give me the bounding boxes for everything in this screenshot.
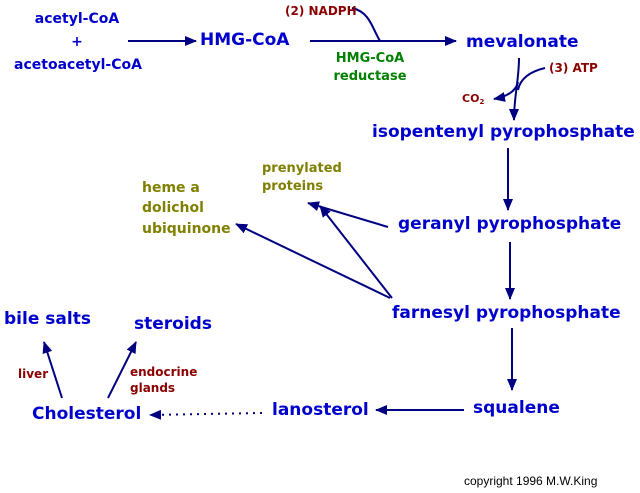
isopentenyl-pyrophosphate-node: isopentenyl pyrophosphate	[372, 122, 635, 142]
endocrine-line-2: glands	[130, 381, 176, 396]
arrow-cholesterol-to-bile-salts	[42, 341, 63, 399]
prenylated-proteins-label: prenylated proteins	[262, 160, 342, 196]
bile-salts-node: bile salts	[4, 309, 91, 329]
arrow-lanosterol-to-cholesterol	[149, 409, 263, 420]
endocrine-line-1: endocrine	[130, 365, 198, 379]
copyright-credit: copyright 1996 M.W.King	[464, 474, 598, 488]
liver-label: liver	[18, 367, 49, 381]
arrow-cholesterol-to-steroids	[107, 341, 137, 399]
endocrine-glands-label: endocrine glands	[130, 364, 197, 396]
steroids-node: steroids	[134, 314, 212, 334]
arrow-co2-output	[493, 81, 519, 102]
enzyme-line-1: HMG-CoA	[335, 51, 405, 66]
hmg-coa-reductase-label: HMG-CoA reductase	[330, 50, 410, 85]
acetoacetyl-coa-label: acetoacetyl-CoA	[14, 57, 142, 73]
prenylated-line-2: proteins	[262, 179, 324, 195]
dolichol-label: dolichol	[142, 200, 204, 217]
plus-sign: +	[71, 34, 83, 50]
co2-text: CO	[462, 92, 480, 105]
hmg-coa-node: HMG-CoA	[200, 30, 290, 50]
geranyl-pyrophosphate-node: geranyl pyrophosphate	[398, 214, 622, 234]
arrow-farnesyl-to-prenylated	[319, 205, 393, 299]
arrow-nadph-input	[351, 7, 381, 42]
cholesterol-node: Cholesterol	[32, 404, 142, 424]
farnesyl-pyrophosphate-node: farnesyl pyrophosphate	[392, 303, 621, 323]
squalene-node: squalene	[473, 398, 560, 418]
ubiquinone-label: ubiquinone	[142, 220, 231, 237]
arrow-farnesyl-to-heme	[235, 223, 391, 299]
co2-label: CO2	[462, 93, 484, 106]
co2-subscript: 2	[479, 98, 485, 106]
arrow-atp-input	[517, 67, 546, 91]
heme-a-label: heme a	[142, 180, 200, 196]
lanosterol-node: lanosterol	[272, 400, 369, 420]
enzyme-line-2: reductase	[333, 68, 407, 84]
atp-label: (3) ATP	[549, 61, 598, 75]
nadph-label: (2) NADPH	[285, 4, 357, 18]
acetyl-coa-label: acetyl-CoA	[34, 11, 120, 27]
prenylated-line-1: prenylated	[262, 161, 342, 176]
heme-dolichol-ubiquinone-label: heme a dolichol ubiquinone	[142, 178, 231, 239]
mevalonate-node: mevalonate	[466, 32, 579, 52]
